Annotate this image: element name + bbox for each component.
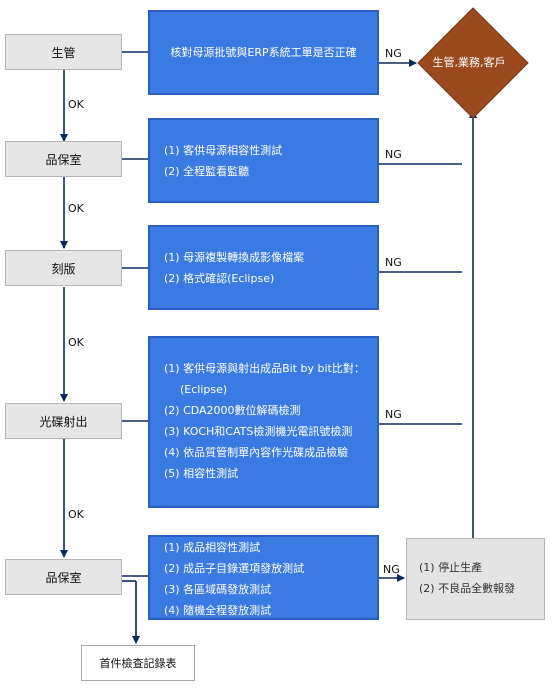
record-label: 首件檢查記錄表 — [99, 657, 177, 670]
task-line: (1) 母源複製轉換成影像檔案 — [164, 251, 305, 264]
task-line: (1) 客供母源與射出成品Bit by bit比對： — [164, 362, 365, 375]
task-line: (5) 相容性測試 — [164, 467, 239, 480]
stage-label: 刻版 — [51, 261, 76, 276]
task-line: (4) 隨機全程發放測試 — [164, 604, 272, 617]
task-line: 核對母源批號與ERP系統工單是否正確 — [170, 46, 357, 59]
task-box-final-checks: (1) 成品相容性測試 (2) 成品子目錄選項發放測試 (3) 各區域碼發放測試… — [148, 535, 379, 620]
ok-label: OK — [68, 508, 84, 521]
ng-label: NG — [385, 148, 402, 161]
ok-label: OK — [68, 202, 84, 215]
task-line: (3) KOCH和CATS檢測機光電訊號檢測 — [164, 425, 353, 438]
ng-label: NG — [383, 563, 400, 576]
task-box-qa-checks: (1) 客供母源相容性測試 (2) 全程監看監聽 — [148, 118, 379, 203]
task-box-mastering-checks: (1) 母源複製轉換成影像檔案 (2) 格式確認(Eclipse) — [148, 225, 379, 310]
task-line: (2) 成品子目錄選項發放測試 — [164, 562, 305, 575]
task-line: (2) CDA2000數位解碼檢測 — [164, 404, 301, 417]
failure-line: (1) 停止生產 — [419, 561, 483, 574]
failure-action-box: (1) 停止生產 (2) 不良品全數報發 — [406, 538, 545, 620]
ok-label: OK — [68, 336, 84, 349]
task-line: (3) 各區域碼發放測試 — [164, 583, 272, 596]
first-article-record-box: 首件檢查記錄表 — [81, 645, 195, 681]
task-line: (2) 格式確認(Eclipse) — [164, 272, 275, 285]
task-box-verify-batch: 核對母源批號與ERP系統工單是否正確 — [148, 10, 379, 95]
failure-line: (2) 不良品全數報發 — [419, 582, 516, 595]
ok-label: OK — [68, 98, 84, 111]
stage-label: 光碟射出 — [39, 414, 88, 429]
decision-diamond — [417, 7, 529, 119]
task-line: (Eclipse) — [180, 383, 228, 396]
stage-box-qa: 品保室 — [5, 141, 122, 177]
stage-label: 品保室 — [45, 570, 82, 585]
ng-label: NG — [385, 256, 402, 269]
task-line: (2) 全程監看監聽 — [164, 165, 250, 178]
stage-box-qa-final: 品保室 — [5, 559, 122, 595]
task-line: (1) 成品相容性測試 — [164, 541, 261, 554]
ng-label: NG — [385, 408, 402, 421]
stage-label: 生管 — [51, 45, 76, 60]
task-line: (1) 客供母源相容性測試 — [164, 144, 283, 157]
decision-label: 生管,業務,客戶 — [432, 56, 506, 69]
stage-box-injection: 光碟射出 — [5, 403, 122, 439]
stage-box-mastering: 刻版 — [5, 250, 122, 286]
task-box-injection-checks: (1) 客供母源與射出成品Bit by bit比對： (Eclipse) (2)… — [148, 336, 379, 508]
task-line: (4) 依品質管制單內容作光碟成品檢驗 — [164, 446, 349, 459]
ng-label: NG — [385, 47, 402, 60]
stage-box-production: 生管 — [5, 34, 122, 70]
stage-label: 品保室 — [45, 152, 82, 167]
